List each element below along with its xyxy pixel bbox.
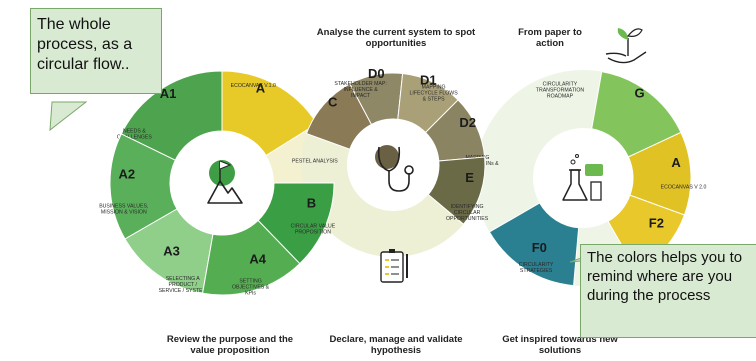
- segment-code-f0: F0: [532, 240, 547, 255]
- lab-flask-icon: [562, 154, 603, 201]
- segment-code-a4: A4: [249, 251, 266, 266]
- segment-code-a3: A3: [163, 244, 180, 259]
- callout-colors: The colors helps you to remind where are…: [580, 244, 756, 338]
- left-callout-pointer: [49, 101, 88, 132]
- mountain-flag-icon: [207, 160, 243, 204]
- caption-inspired: Get inspired towards new solutions: [502, 334, 618, 356]
- right-ring-center: [533, 128, 633, 228]
- segment-code-d1: D1: [420, 73, 437, 88]
- segment-code-b: B: [307, 196, 316, 211]
- checklist-icon: [380, 249, 408, 283]
- segment-code-g: G: [635, 86, 645, 101]
- segment-label-a2: BUSINESS VALUES,MISSION & VISION: [99, 203, 148, 215]
- segment-code-a: A: [256, 81, 266, 96]
- hand-plant-icon: [605, 28, 647, 64]
- heading-paper-to-action: From paper to action: [518, 27, 582, 49]
- segment-label-a: ECOCANVAS V.1.0: [231, 83, 276, 89]
- segment-code-c: C: [328, 94, 338, 109]
- heading-analyse: Analyse the current system to spot oppor…: [316, 27, 476, 49]
- segment-code-f2: F2: [649, 215, 664, 230]
- segment-shape-b: [257, 182, 335, 265]
- segment-label-d0: STAKEHOLDER MAP:INFLUENCE &IMPACT: [334, 81, 386, 99]
- segment-code-a2: A2: [119, 166, 136, 181]
- stethoscope-icon: [375, 145, 414, 192]
- segment-label-a1: NEEDS &CHALLENGES: [117, 128, 152, 140]
- segment-code-d0: D0: [368, 66, 385, 81]
- segment-code-a_2: A: [671, 155, 681, 170]
- segment-code-e: E: [465, 170, 474, 185]
- segment-label-c: PESTEL ANALYSIS: [292, 158, 338, 164]
- caption-declare: Declare, manage and validate hypothesis: [329, 334, 463, 356]
- segment-code-d2: D2: [459, 115, 476, 130]
- callout-whole-process: The whole process, as a circular flow..: [30, 8, 162, 94]
- segment-label-a_2: ECOCANVAS V 2.0: [661, 185, 707, 191]
- caption-review: Review the purpose and the value proposi…: [166, 334, 294, 356]
- segment-code-a1: A1: [160, 86, 177, 101]
